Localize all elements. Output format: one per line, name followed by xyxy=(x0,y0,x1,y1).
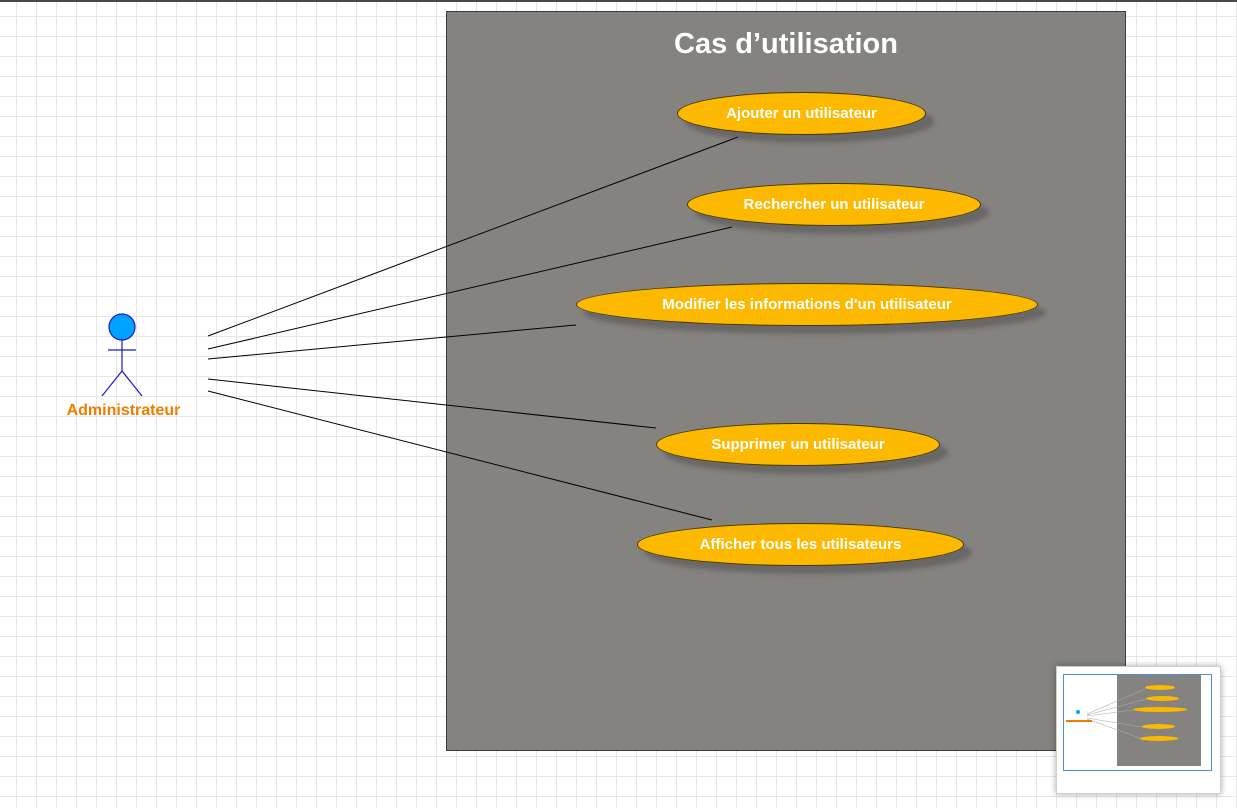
association-line xyxy=(207,324,577,360)
minimap-lines xyxy=(1086,688,1147,739)
minimap-use-case xyxy=(1140,736,1178,741)
association-line xyxy=(207,226,733,350)
use-case-supprimer[interactable]: Supprimer un utilisateur xyxy=(656,423,940,466)
minimap-use-case xyxy=(1142,724,1175,729)
minimap-use-case xyxy=(1146,696,1179,701)
minimap-use-case xyxy=(1145,685,1175,690)
use-case-ajouter[interactable]: Ajouter un utilisateur xyxy=(677,92,926,135)
association-line xyxy=(207,390,713,521)
stick-figure-icon[interactable] xyxy=(98,313,148,399)
minimap-actor xyxy=(1076,710,1080,714)
minimap-panel[interactable] xyxy=(1056,666,1221,794)
minimap-use-case xyxy=(1133,707,1187,712)
use-case-modifier[interactable]: Modifier les informations d'un utilisate… xyxy=(576,283,1038,326)
system-title: Cas d’utilisation xyxy=(674,28,898,60)
association-line xyxy=(207,136,739,337)
association-line xyxy=(207,378,657,429)
use-case-rechercher[interactable]: Rechercher un utilisateur xyxy=(687,183,981,226)
actor-label: Administrateur xyxy=(66,402,181,419)
minimap-actor-label xyxy=(1066,720,1092,722)
use-case-afficher[interactable]: Afficher tous les utilisateurs xyxy=(637,523,964,566)
minimap-system xyxy=(1117,675,1201,766)
minimap-viewport[interactable] xyxy=(1063,674,1212,771)
window-top-border xyxy=(0,0,1237,2)
